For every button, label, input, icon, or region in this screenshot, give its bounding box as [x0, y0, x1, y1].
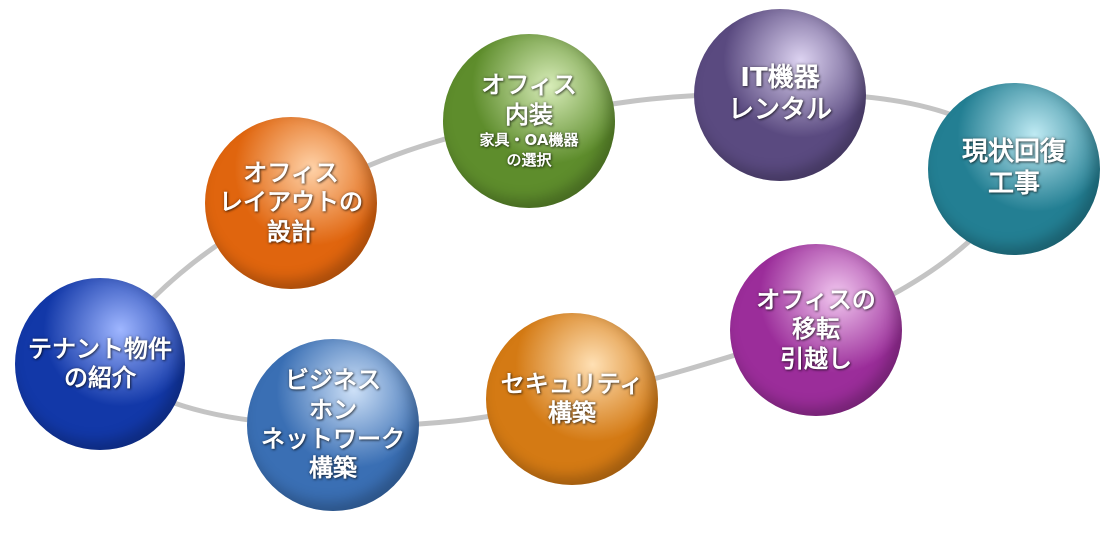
node-office-interior[interactable]: オフィス 内装 家具・OA機器 の選択	[443, 34, 615, 208]
node-label-line: セキュリティ	[500, 369, 644, 398]
node-label-line: ビジネス	[285, 366, 381, 395]
node-office-relocation[interactable]: オフィスの 移転 引越し	[730, 244, 902, 416]
node-label-line: オフィス	[243, 159, 339, 188]
node-label-line: ホン	[309, 395, 357, 424]
node-business-phone-network[interactable]: ビジネス ホン ネットワーク 構築	[247, 339, 419, 511]
node-label-line: 移転	[792, 315, 840, 344]
node-restoration-work[interactable]: 現状回復 工事	[928, 83, 1100, 255]
node-label-line: レイアウトの	[219, 188, 363, 217]
node-label-line: オフィスの	[756, 286, 876, 315]
node-label-line: 引越し	[780, 344, 852, 373]
node-label-line: IT機器	[740, 63, 820, 94]
node-office-layout-design[interactable]: オフィス レイアウトの 設計	[205, 117, 377, 289]
node-tenant-introduction[interactable]: テナント物件 の紹介	[15, 278, 185, 450]
node-sublabel-line: 家具・OA機器	[479, 131, 579, 150]
node-sublabel-line: の選択	[506, 151, 552, 170]
node-label-line: 現状回復	[961, 137, 1066, 168]
node-label-line: 工事	[987, 169, 1040, 199]
node-label-line: 構築	[548, 399, 596, 427]
node-security-setup[interactable]: セキュリティ 構築	[486, 313, 658, 485]
node-label-line: オフィス	[481, 71, 577, 100]
node-label-line: 内装	[505, 100, 553, 129]
node-label-line: 構築	[309, 454, 357, 483]
node-label-line: レンタル	[727, 95, 832, 125]
node-it-equipment-rental[interactable]: IT機器 レンタル	[694, 9, 866, 181]
node-label-line: 設計	[267, 217, 315, 246]
node-label-line: テナント物件	[28, 334, 172, 363]
node-label-line: ネットワーク	[261, 425, 405, 453]
node-label-line: の紹介	[64, 364, 136, 392]
